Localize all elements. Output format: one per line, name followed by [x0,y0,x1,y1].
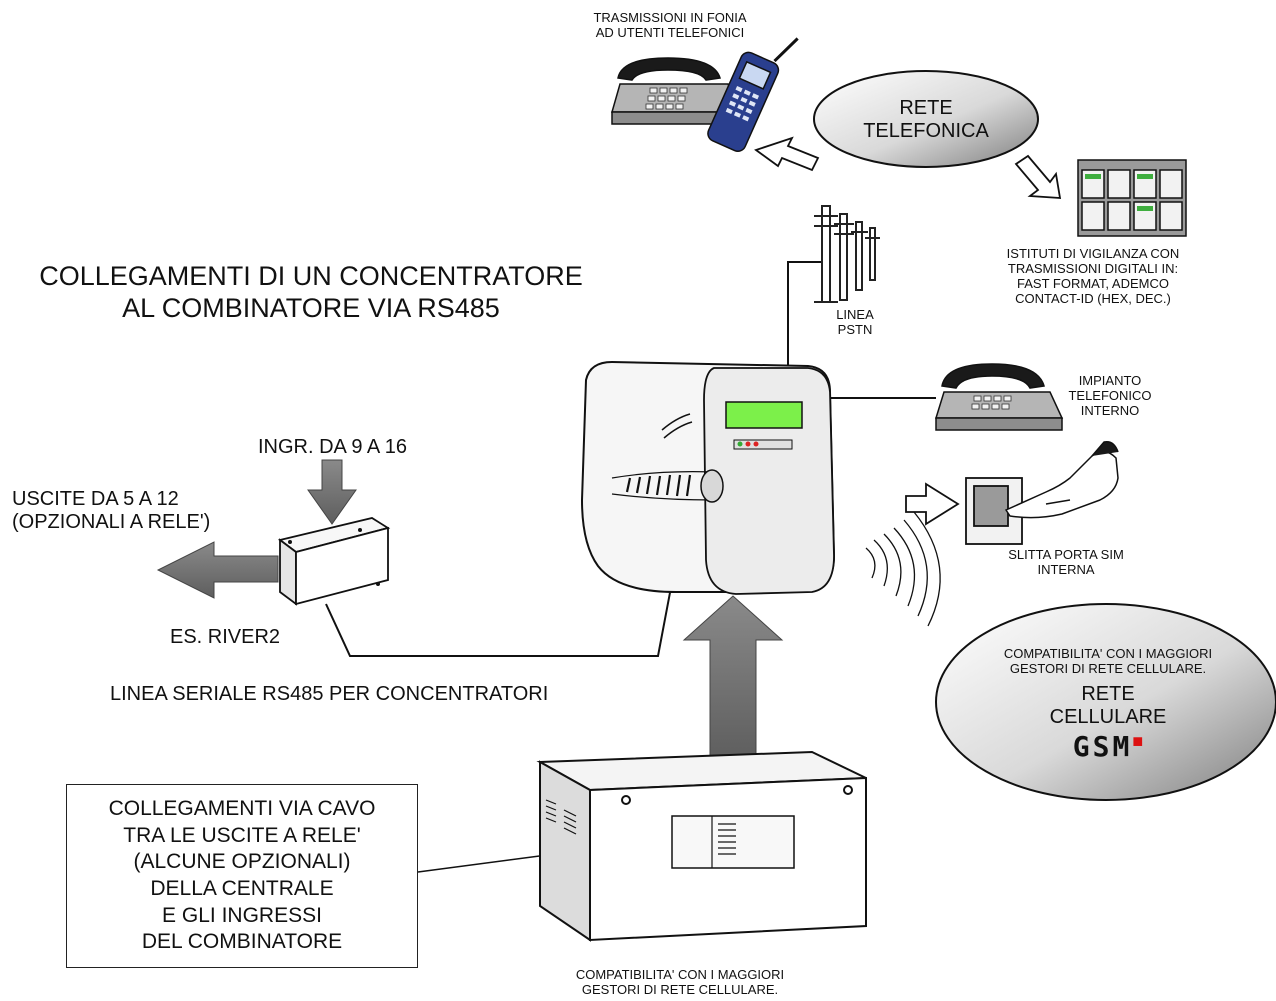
sim-slot-icon [905,477,1023,545]
internal-desk-phone-icon [934,363,1064,431]
sim-slot-label: SLITTA PORTA SIM INTERNA [996,547,1136,578]
label-line: INTERNO [1080,402,1140,418]
label-line: INGR. DA 9 A 16 [258,436,407,458]
note-line: E GLI INGRESSI [162,903,322,927]
label-line: PSTN [837,321,873,337]
label-line: FAST FORMAT, ADEMCO [1017,275,1169,291]
label-line: SLITTA PORTA SIM [1008,547,1124,562]
pstn-line-label: LINEA PSTN [822,307,888,338]
gsm-logo-text: GSM [1072,729,1133,763]
label-line: COMPATIBILITA' CON I MAGGIORI [575,967,785,982]
label-line: TELEFONICA [863,120,989,142]
gsm-combinator-box-icon [536,750,867,942]
label-line: CONTACT-ID (HEX, DEC.) [1015,290,1171,306]
label-line: ISTITUTI DI VIGILANZA CON [1006,246,1180,261]
title-line: COLLEGAMENTI DI UN CONCENTRATORE [39,261,583,291]
rs485-wire [325,581,673,657]
radio-waves-icon [865,511,941,627]
label-line: RETE [899,97,953,119]
note-line: (ALCUNE OPZIONALI) [133,850,351,874]
telephone-poles-icon [814,205,880,303]
inputs-arrow [307,459,357,525]
label-line: COMPATIBILITA' CON I MAGGIORI [1003,646,1213,661]
voice-transmissions-label: TRASMISSIONI IN FONIA AD UTENTI TELEFONI… [560,10,780,41]
outputs-label: USCITE DA 5 A 12 (OPZIONALI A RELE') [12,488,242,534]
label-line: GESTORI DI RETE CELLULARE. [581,981,779,997]
label-line: TRASMISSIONI IN FONIA [593,10,747,25]
note-line: DELLA CENTRALE [150,877,334,900]
surveillance-label: ISTITUTI DI VIGILANZA CON TRASMISSIONI D… [990,246,1196,307]
note-line: TRA LE USCITE A RELE' [123,823,361,847]
note-line: DEL COMBINATORE [141,930,343,954]
desk-phone-icon [611,57,742,125]
label-line: IMPIANTO [1078,373,1142,388]
bottom-compat-label: COMPATIBILITA' CON I MAGGIORI GESTORI DI… [560,967,800,998]
label-line: AD UTENTI TELEFONICI [595,24,745,40]
label-line: LINEA [836,307,874,322]
label-line: TELEFONICO [1068,387,1152,403]
outputs-arrow [156,541,279,599]
serial-line-label: LINEA SERIALE RS485 PER CONCENTRATORI [110,683,650,706]
note-line: COLLEGAMENTI VIA CAVO [108,797,376,821]
label-line: TRASMISSIONI DIGITALI IN: [1007,260,1179,276]
label-line: INTERNA [1037,561,1095,577]
cellular-network-bubble [935,603,1276,801]
label-line: (OPZIONALI A RELE') [12,511,211,533]
arrow-to-mobile [754,136,820,172]
pstn-wire [787,261,828,378]
title-line: AL COMBINATORE VIA RS485 [122,293,500,324]
inputs-label: INGR. DA 9 A 16 [258,436,458,459]
label-line: ES. RIVER2 [170,626,281,648]
label-line: RETE [1081,682,1135,705]
hand-icon [1004,440,1119,519]
arrow-to-surveillance [1014,154,1062,199]
receiver-rack-icon [1077,159,1187,237]
internal-phone-label: IMPIANTO TELEFONICO INTERNO [1060,373,1160,419]
gsm-logo-dot: ■ [1132,730,1144,751]
combinator-unit-icon [580,360,836,595]
telephone-network-bubble [813,70,1039,168]
label-line: CELLULARE [1049,705,1167,728]
label-line: USCITE DA 5 A 12 [12,488,179,510]
cable-note-box: COLLEGAMENTI VIA CAVO TRA LE USCITE A RE… [66,784,418,968]
label-line: LINEA SERIALE RS485 PER CONCENTRATORI [110,683,549,705]
expansion-module-icon [277,517,391,606]
label-line: GESTORI DI RETE CELLULARE. [1009,660,1207,676]
module-label: ES. RIVER2 [170,626,320,649]
diagram-title: COLLEGAMENTI DI UN CONCENTRATORE AL COMB… [24,260,598,325]
mobile-phone-icon [707,37,799,152]
cellular-bubble-text: COMPATIBILITA' CON I MAGGIORI GESTORI DI… [960,646,1256,763]
telephone-network-label: RETE TELEFONICA [856,97,996,143]
combinator-uplink-arrow [682,595,784,761]
gsm-logo: GSM■ [960,729,1256,763]
